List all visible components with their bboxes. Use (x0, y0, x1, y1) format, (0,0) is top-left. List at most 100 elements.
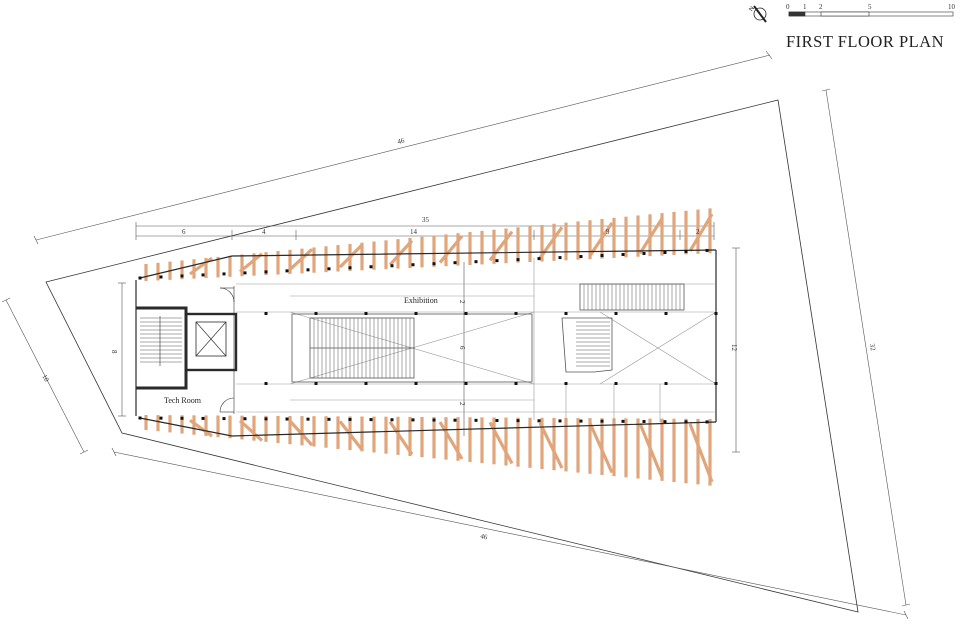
column (314, 312, 318, 315)
column (464, 312, 468, 315)
scale-label-5: 5 (868, 3, 872, 11)
column (243, 271, 247, 275)
louvre-brace (288, 419, 314, 447)
columns (138, 248, 718, 424)
louvre-brace (388, 239, 414, 266)
column (464, 382, 468, 385)
site-dimension-lines (1, 50, 911, 620)
dim-site-right: 32 (868, 343, 877, 352)
dim-height-right: 12 (730, 344, 738, 352)
column (348, 417, 352, 421)
column (414, 312, 418, 315)
column (414, 382, 418, 385)
column (348, 266, 352, 270)
column (614, 382, 618, 385)
column (222, 272, 226, 276)
column (705, 420, 709, 424)
central-stair (309, 317, 415, 379)
column (642, 252, 646, 255)
column (222, 417, 226, 421)
column (285, 417, 289, 421)
dim-site-left: 10 (40, 373, 51, 383)
louvre-brace (238, 252, 264, 273)
dim-seg-c: 14 (410, 228, 418, 236)
interior-grid (236, 258, 717, 422)
column (537, 419, 541, 423)
scale-label-2: 2 (819, 3, 823, 11)
timber-louvres (144, 208, 714, 486)
louvre-brace (189, 256, 213, 276)
column (495, 418, 499, 422)
column (327, 417, 331, 421)
column (411, 418, 415, 422)
right-stair (561, 283, 685, 373)
room-label-tech-room: Tech Room (164, 396, 202, 405)
column (243, 417, 247, 421)
column (369, 418, 373, 422)
column (264, 382, 268, 385)
louvre-brace (488, 230, 514, 262)
column (432, 262, 436, 266)
site-boundary (45, 99, 859, 613)
column (558, 419, 562, 423)
column (180, 274, 184, 278)
column (600, 254, 604, 258)
column (411, 263, 415, 267)
core-stair-treads (140, 317, 182, 363)
dim-mid-center: 6 (458, 346, 466, 350)
column (663, 420, 667, 424)
column (614, 312, 618, 315)
louvre-brace (438, 235, 464, 264)
column (138, 276, 142, 280)
dim-seg-d: 9 (606, 228, 610, 236)
column (264, 270, 268, 274)
column (537, 257, 541, 261)
column (474, 260, 478, 264)
column (579, 255, 583, 259)
column (664, 312, 668, 315)
dim-site-top: 46 (397, 136, 406, 146)
louvre-brace (688, 213, 714, 252)
column (453, 261, 457, 265)
louvre-brace (338, 243, 364, 269)
scale-label-1: 1 (803, 3, 807, 11)
drawing-title: FIRST FLOOR PLAN (786, 32, 945, 51)
doors (219, 286, 235, 414)
column (264, 312, 268, 315)
column (159, 416, 163, 420)
column (714, 382, 718, 385)
louvre-brace (189, 419, 213, 438)
column (621, 253, 625, 257)
column (516, 258, 520, 262)
louvre-brace (488, 421, 514, 465)
column (306, 268, 310, 272)
building-outline (135, 249, 717, 437)
stair-core (136, 306, 238, 390)
scale-bar (788, 11, 954, 17)
column (663, 250, 667, 254)
column (306, 417, 310, 421)
column (684, 249, 688, 253)
column (285, 269, 289, 273)
louvre-brace (288, 248, 314, 271)
column (621, 419, 625, 423)
column (558, 256, 562, 260)
column (579, 419, 583, 423)
column (432, 418, 436, 422)
column (642, 420, 646, 423)
louvre-brace (538, 422, 564, 469)
column (564, 382, 568, 385)
north-label: N (749, 6, 756, 13)
louvre-brace (438, 421, 464, 460)
column (180, 416, 184, 420)
dim-seg-b: 4 (262, 228, 266, 236)
column (201, 273, 205, 277)
dim-height-left: 8 (110, 350, 118, 354)
column (264, 417, 268, 421)
louvre-brace (588, 422, 614, 474)
column (453, 418, 457, 422)
column (514, 382, 518, 385)
dim-seg-a: 6 (182, 228, 186, 236)
column (364, 312, 368, 315)
dim-overall: 35 (422, 216, 430, 224)
